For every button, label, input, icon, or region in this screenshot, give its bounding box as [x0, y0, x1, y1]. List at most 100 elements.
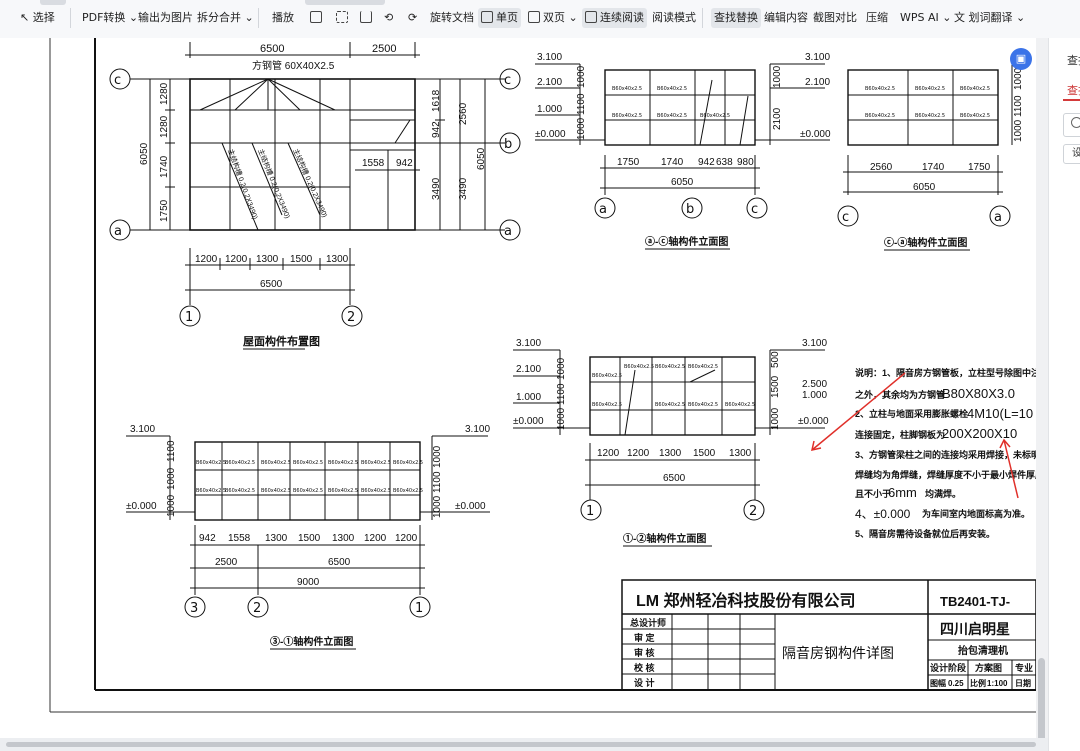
cell-label: B60x40x2.5 [624, 364, 654, 370]
elev-12-bottom-1: 1200 [597, 448, 620, 459]
elev-12-bottom-4: 1500 [693, 448, 716, 459]
equipment-name: 抬包清理机 [958, 644, 1008, 657]
elev-ca-bottom-total: 6050 [913, 182, 936, 193]
major-label: 专业 [1015, 662, 1033, 673]
actual-size-icon[interactable] [360, 8, 372, 28]
elev-12-rlevel-1: 3.100 [802, 338, 827, 349]
elev-31-right-dim-2: 1100 [432, 471, 443, 493]
wps-ai-button[interactable]: WPS AI ⌄ [900, 11, 952, 24]
select-tool[interactable]: ↖ 选择 [20, 11, 55, 24]
find-tab[interactable]: 查找 [1067, 84, 1080, 97]
role-chief-designer: 总设计师 [630, 617, 666, 628]
notes: 说明：1、隔音房方钢管板，立柱型号除图中注明 之外，其余均为方钢管 B80X80… [855, 367, 1036, 539]
plan-left-dim-4: 1750 [159, 199, 170, 222]
plan-top-dim-2: 2500 [372, 43, 396, 55]
rotate-left-icon[interactable]: ⟲ [384, 11, 394, 24]
export-image-button[interactable]: 输出为图片 [138, 11, 193, 24]
horizontal-scrollbar[interactable] [0, 738, 1048, 751]
role-check: 校 核 [634, 662, 655, 673]
cell-label: B60x40x2.5 [261, 488, 291, 494]
elev-ca-right-dim-1: 1000 [1013, 67, 1024, 90]
continuous-read-button[interactable]: 连续阅读 [582, 8, 647, 28]
drawing-number: TB2401-TJ- [940, 594, 1010, 609]
elev-ac-rlevel-1: 3.100 [805, 52, 830, 63]
axis-1: 1 [415, 601, 423, 616]
elev-31-bottom-1: 942 [199, 533, 216, 544]
cell-label: B60x40x2.5 [592, 402, 622, 408]
double-page-button[interactable]: 双页 ⌄ [528, 8, 578, 28]
elev-31-bottom-4: 1500 [298, 533, 321, 544]
rotate-doc-button[interactable]: 旋转文档 [430, 11, 474, 24]
document-canvas[interactable]: 6500 2500 方钢管 60X40X2.5 主结构槽 0.2(0.2X349… [0, 38, 1036, 738]
scale-value: 1:100 [987, 679, 1008, 688]
find-settings-button[interactable]: 设 [1063, 144, 1080, 164]
horizontal-scroll-thumb[interactable] [6, 742, 1036, 747]
single-page-button[interactable]: 单页 [478, 8, 521, 28]
compress-button[interactable]: 压缩 [866, 11, 888, 24]
roof-plan: 6500 2500 方钢管 60X40X2.5 主结构槽 0.2(0.2X349… [109, 42, 521, 350]
elev-12-bottom-5: 1300 [729, 448, 752, 459]
cell-label: B60x40x2.5 [725, 402, 755, 408]
vertical-scrollbar[interactable] [1036, 38, 1048, 748]
elev-ac-bottom-3: 942 [698, 157, 715, 168]
edit-content-button[interactable]: 编辑内容 [764, 11, 808, 24]
cell-label: B60x40x2.5 [393, 460, 423, 466]
sheet-value: 0.25 [948, 679, 964, 688]
elev-ac-left-dim-1: 1000 [576, 65, 587, 88]
axis-2: 2 [253, 601, 261, 616]
elev-ac-rlevel-2: 2.100 [805, 77, 830, 88]
ai-assistant-icon[interactable]: ▣ [1010, 48, 1032, 70]
elev-31-rlevel-1: 3.100 [465, 424, 490, 435]
elev-ac-left-dim-2: 1100 [576, 93, 587, 115]
translate-icon: 文 [954, 11, 969, 24]
elev-ac-level-3: 1.000 [537, 104, 562, 115]
elev-12-left-dim-2: 1100 [556, 383, 567, 405]
chevron-down-icon: ⌄ [938, 11, 952, 24]
pdf-convert-button[interactable]: PDF转换 ⌄ [82, 11, 139, 24]
elev-ac-bottom-4: 638 [716, 157, 733, 168]
elev-ca-right-dim-2: 1100 [1013, 95, 1024, 117]
cell-label: B60x40x2.5 [655, 402, 685, 408]
plan-title: 屋面构件布置图 [243, 334, 320, 348]
elev-31-left-dim-1: 1100 [166, 440, 177, 462]
cell-label: B60x40x2.5 [361, 460, 391, 466]
elev-31-right-dim-3: 1000 [432, 495, 443, 518]
elev-12-rlevel-3: 1.000 [802, 390, 827, 401]
continuous-icon [585, 11, 597, 23]
crop-compare-button[interactable]: 截图对比 [813, 11, 857, 24]
cell-label: B60x40x2.5 [196, 488, 226, 494]
cell-label: B60x40x2.5 [688, 364, 718, 370]
cell-label: B60x40x2.5 [261, 460, 291, 466]
diag-label-2: 主结构槽 0.2(0.2X3490) [256, 147, 292, 219]
rotate-right-icon[interactable]: ⟳ [408, 11, 418, 24]
sheet-label: 图幅 [930, 678, 946, 688]
elev-12-level-1: 3.100 [516, 338, 541, 349]
cell-label: B60x40x2.5 [688, 402, 718, 408]
find-input[interactable] [1063, 113, 1080, 137]
elev-ca-bottom-3: 1750 [968, 162, 991, 173]
axis-b: b [686, 202, 694, 217]
plan-bottom-dim-5: 1300 [326, 254, 349, 265]
translate-button[interactable]: 文 划词翻译 ⌄ [954, 11, 1026, 24]
find-replace-button[interactable]: 查找替换 [711, 8, 761, 28]
plan-left-dim-3: 1740 [159, 155, 170, 178]
plan-mid-dim-1: 1558 [362, 158, 385, 169]
fit-page-icon[interactable] [310, 8, 322, 28]
title-block: LM 郑州轻冶科技股份有限公司 TB2401-TJ- 四川启明星 抬包清理机 隔… [621, 579, 1036, 691]
company-name: LM 郑州轻冶科技股份有限公司 [636, 591, 856, 610]
vertical-scroll-thumb[interactable] [1038, 658, 1045, 748]
elev-ca-title: ⓒ-ⓐ轴构件立面图 [884, 236, 967, 249]
play-button[interactable]: 播放 [272, 11, 294, 24]
elevation-12: 3.100 2.100 1.000 ±0.000 1000 1100 1000 … [513, 338, 829, 547]
note-line-6: 焊缝均为角焊缝，焊缝厚度不小于最小焊件厚度, [855, 469, 1036, 480]
axis-a: a [994, 210, 1002, 225]
plan-bottom-dim-2: 1200 [225, 254, 248, 265]
axis-c-right: c [504, 73, 511, 88]
note-line-4a: 连接固定，柱脚钢板为 [855, 429, 945, 440]
split-merge-button[interactable]: 拆分合并 ⌄ [197, 11, 254, 24]
read-mode-button[interactable]: 阅读模式 [652, 11, 696, 24]
note-line-7a: 且不小于 [855, 488, 891, 499]
note-line-8a: 4、±0.000 [855, 507, 911, 521]
fit-width-icon[interactable] [336, 8, 348, 28]
cell-label: B60x40x2.5 [612, 86, 642, 92]
